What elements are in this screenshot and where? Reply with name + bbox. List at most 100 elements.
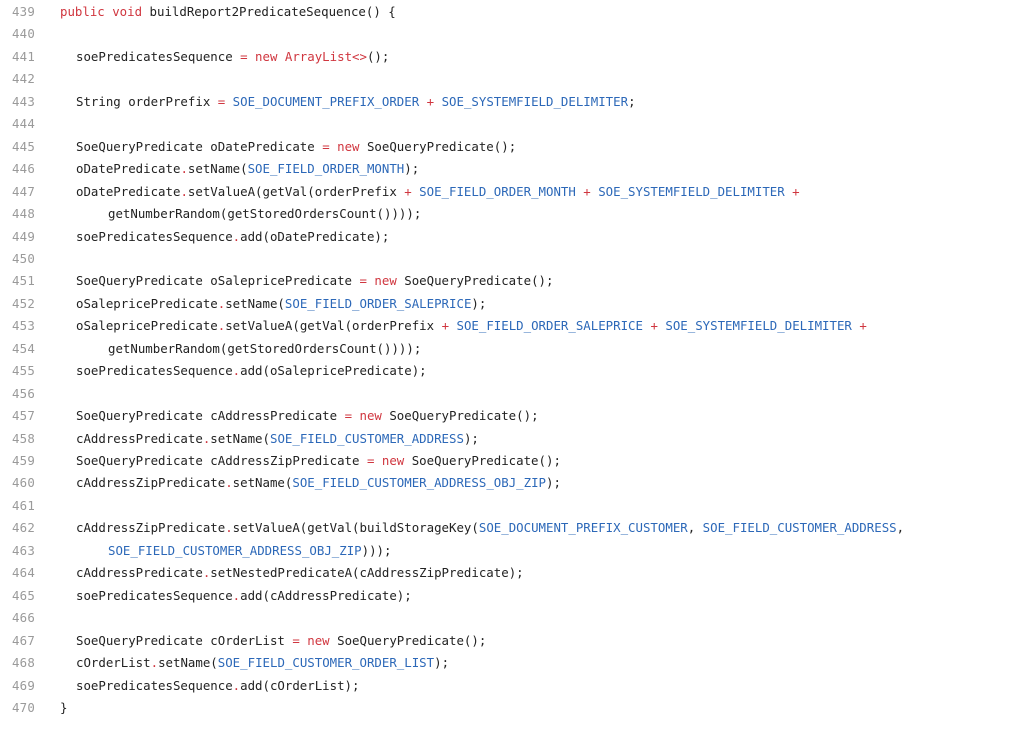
code-token: SoeQueryPredicate oDatePredicate bbox=[76, 138, 323, 154]
code-text: cOrderList.setName(SOE_FIELD_CUSTOMER_OR… bbox=[76, 652, 449, 674]
code-line: 466 bbox=[0, 607, 1024, 629]
line-number: 445 bbox=[12, 138, 35, 154]
line-number: 456 bbox=[12, 385, 35, 401]
code-token: setName( bbox=[232, 475, 293, 491]
code-line: 444 bbox=[0, 113, 1024, 135]
code-line: 453 oSalepricePredicate.setValueA(getVal(… bbox=[0, 315, 1024, 337]
operator-token: . bbox=[225, 475, 233, 491]
operator-token: = bbox=[292, 632, 308, 648]
constant-token: SOE_FIELD_ORDER_SALEPRICE bbox=[284, 295, 472, 311]
code-line: 440 bbox=[0, 23, 1024, 45]
code-token: soePredicatesSequence bbox=[76, 587, 233, 603]
operator-token: = bbox=[359, 273, 375, 289]
code-text: soePredicatesSequence.add(cOrderList); bbox=[76, 675, 359, 697]
code-token: setName( bbox=[210, 430, 270, 446]
operator-token: . bbox=[150, 655, 159, 671]
line-number: 462 bbox=[12, 520, 35, 536]
line-number: 454 bbox=[12, 340, 35, 356]
line-number: 451 bbox=[12, 273, 35, 289]
line-number: 461 bbox=[12, 497, 35, 513]
code-token: oDatePredicate bbox=[76, 161, 181, 177]
constant-token: SOE_FIELD_CUSTOMER_ADDRESS_OBJ_ZIP bbox=[108, 542, 362, 558]
operator-token: + bbox=[851, 318, 867, 334]
keyword-token: new bbox=[307, 632, 338, 648]
code-text: oSalepricePredicate.setValueA(getVal(ord… bbox=[76, 315, 867, 337]
code-token: ); bbox=[404, 161, 420, 177]
keyword-token: new bbox=[337, 138, 367, 154]
code-text: public void buildReport2PredicateSequenc… bbox=[60, 1, 396, 23]
line-number: 450 bbox=[12, 250, 35, 266]
code-token: soePredicatesSequence bbox=[76, 48, 241, 64]
keyword-token: new ArrayList<> bbox=[255, 48, 367, 64]
operator-token: = bbox=[217, 93, 233, 109]
line-number: 467 bbox=[12, 632, 35, 648]
code-token: soePredicatesSequence bbox=[76, 363, 233, 379]
operator-token: + bbox=[404, 183, 420, 199]
code-token: soePredicatesSequence bbox=[76, 677, 233, 693]
code-token: add(cOrderList); bbox=[240, 677, 360, 693]
code-text: cAddressPredicate.setNestedPredicateA(cA… bbox=[76, 562, 524, 584]
code-text: SoeQueryPredicate cOrderList = new SoeQu… bbox=[76, 630, 486, 652]
code-token: ); bbox=[434, 655, 450, 671]
code-line: 448 getNumberRandom(getStoredOrdersCount(… bbox=[0, 203, 1024, 225]
code-line: 461 bbox=[0, 495, 1024, 517]
keyword-token: new bbox=[374, 273, 405, 289]
code-token: String orderPrefix bbox=[76, 93, 218, 109]
line-number: 468 bbox=[12, 655, 35, 671]
code-line: 458 cAddressPredicate.setName(SOE_FIELD_C… bbox=[0, 428, 1024, 450]
operator-token: + bbox=[784, 183, 800, 199]
line-number: 457 bbox=[12, 408, 35, 424]
line-number: 464 bbox=[12, 565, 35, 581]
code-token: SoeQueryPredicate cOrderList bbox=[76, 632, 293, 648]
line-number: 453 bbox=[12, 318, 35, 334]
keyword-token: public void bbox=[60, 4, 150, 19]
code-token: setValueA(getVal(orderPrefix bbox=[187, 183, 405, 199]
operator-token: = bbox=[366, 453, 382, 468]
line-number: 440 bbox=[12, 26, 35, 42]
constant-token: SOE_FIELD_ORDER_MONTH bbox=[247, 161, 405, 177]
code-token: ); bbox=[463, 430, 479, 446]
code-token: SoeQueryPredicate(); bbox=[366, 138, 517, 154]
code-text: cAddressPredicate.setName(SOE_FIELD_CUST… bbox=[76, 428, 479, 450]
constant-token: SOE_SYSTEMFIELD_DELIMITER bbox=[441, 93, 629, 109]
code-token: SoeQueryPredicate oSalepricePredicate bbox=[76, 273, 360, 289]
operator-token: = bbox=[240, 48, 256, 64]
line-number: 470 bbox=[12, 699, 35, 715]
code-line: 451 SoeQueryPredicate oSalepricePredicate… bbox=[0, 270, 1024, 292]
constant-token: SOE_FIELD_CUSTOMER_ADDRESS bbox=[702, 520, 897, 536]
operator-token: + bbox=[419, 93, 442, 109]
operator-token: . bbox=[232, 228, 241, 244]
code-token: SoeQueryPredicate(); bbox=[337, 632, 487, 648]
code-token: ))); bbox=[361, 542, 392, 558]
code-text: cAddressZipPredicate.setName(SOE_FIELD_C… bbox=[76, 472, 561, 494]
code-text: oDatePredicate.setValueA(getVal(orderPre… bbox=[76, 181, 800, 203]
code-text: String orderPrefix = SOE_DOCUMENT_PREFIX… bbox=[76, 91, 636, 113]
operator-token: . bbox=[217, 318, 226, 334]
line-number: 448 bbox=[12, 206, 35, 222]
code-token: SoeQueryPredicate cAddressZipPredicate bbox=[76, 453, 367, 468]
code-token: add(oDatePredicate); bbox=[240, 228, 390, 244]
operator-token: . bbox=[232, 677, 241, 693]
operator-token: . bbox=[217, 295, 226, 311]
code-token: getNumberRandom(getStoredOrdersCount()))… bbox=[108, 206, 422, 222]
code-token: add(cAddressPredicate); bbox=[240, 587, 412, 603]
code-token: setName( bbox=[158, 655, 218, 671]
code-token: (); bbox=[366, 48, 390, 64]
code-text: SoeQueryPredicate oSalepricePredicate = … bbox=[76, 270, 553, 292]
line-number: 458 bbox=[12, 430, 35, 446]
code-token: } bbox=[60, 699, 68, 715]
code-token: setName( bbox=[225, 295, 285, 311]
code-token: ); bbox=[546, 475, 561, 491]
